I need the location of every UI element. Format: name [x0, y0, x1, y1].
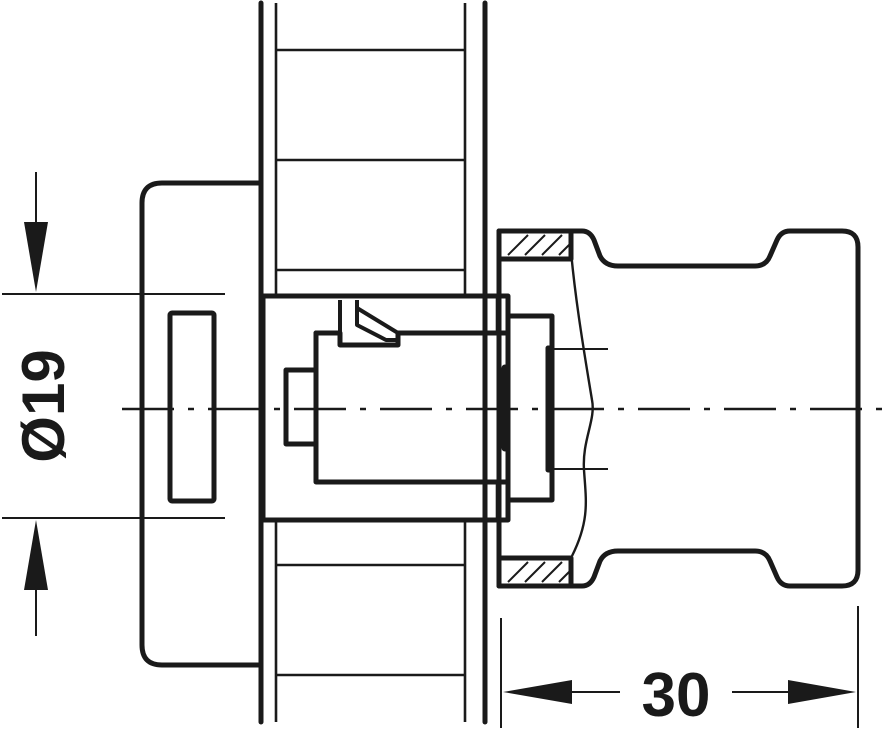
knob-ring-top: [496, 228, 574, 262]
arrow-down-icon: [24, 222, 48, 292]
length-label: 30: [642, 661, 711, 730]
knob-ring-bottom: [496, 555, 574, 589]
diameter-dimension: Ø19: [2, 172, 225, 636]
cylinder-body: [283, 300, 511, 485]
arrow-right-icon: [788, 680, 856, 704]
arrow-up-icon: [24, 520, 48, 590]
arrow-left-icon: [503, 680, 572, 704]
rear-housing: [139, 180, 264, 668]
diameter-label: Ø19: [10, 349, 77, 462]
knob: [496, 228, 861, 589]
slot: [167, 310, 217, 504]
panel: [258, 0, 488, 725]
length-dimension: 30: [500, 606, 859, 730]
collar: [505, 313, 608, 503]
